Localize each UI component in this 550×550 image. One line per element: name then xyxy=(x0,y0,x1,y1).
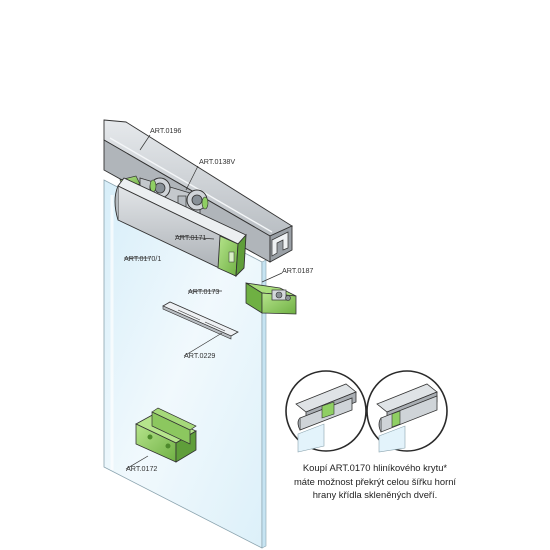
label-art-0187: ART.0187 xyxy=(282,266,313,275)
detail-inset-cover-short xyxy=(285,370,367,453)
label-art-0172: ART.0172 xyxy=(126,464,157,473)
caption: Koupí ART.0170 hliníkového krytu* máte m… xyxy=(270,461,480,502)
caption-line-3: hrany křídla skleněných dveří. xyxy=(312,489,438,500)
caption-line-1: Koupí ART.0170 hliníkového krytu* xyxy=(302,462,448,473)
detail-inset-cover-full xyxy=(366,370,448,453)
label-art-0170-1: ART.0170/1 xyxy=(124,254,161,263)
caption-line-2: máte možnost překrýt celou šířku horní xyxy=(293,475,457,487)
bottom-floor-guide xyxy=(135,407,197,463)
glass-door-edge xyxy=(261,259,267,549)
label-art-0229: ART.0229 xyxy=(184,351,215,360)
green-end-cap xyxy=(217,233,247,278)
floor-guide-plate xyxy=(162,301,239,340)
label-leader-lines xyxy=(124,134,283,470)
label-art-0196: ART.0196 xyxy=(150,126,181,135)
label-art-0171: ART.0171 xyxy=(175,233,206,242)
label-art-0173: ART.0173 xyxy=(188,287,219,296)
label-art-0138v: ART.0138V xyxy=(199,157,235,166)
door-stopper xyxy=(245,282,297,315)
